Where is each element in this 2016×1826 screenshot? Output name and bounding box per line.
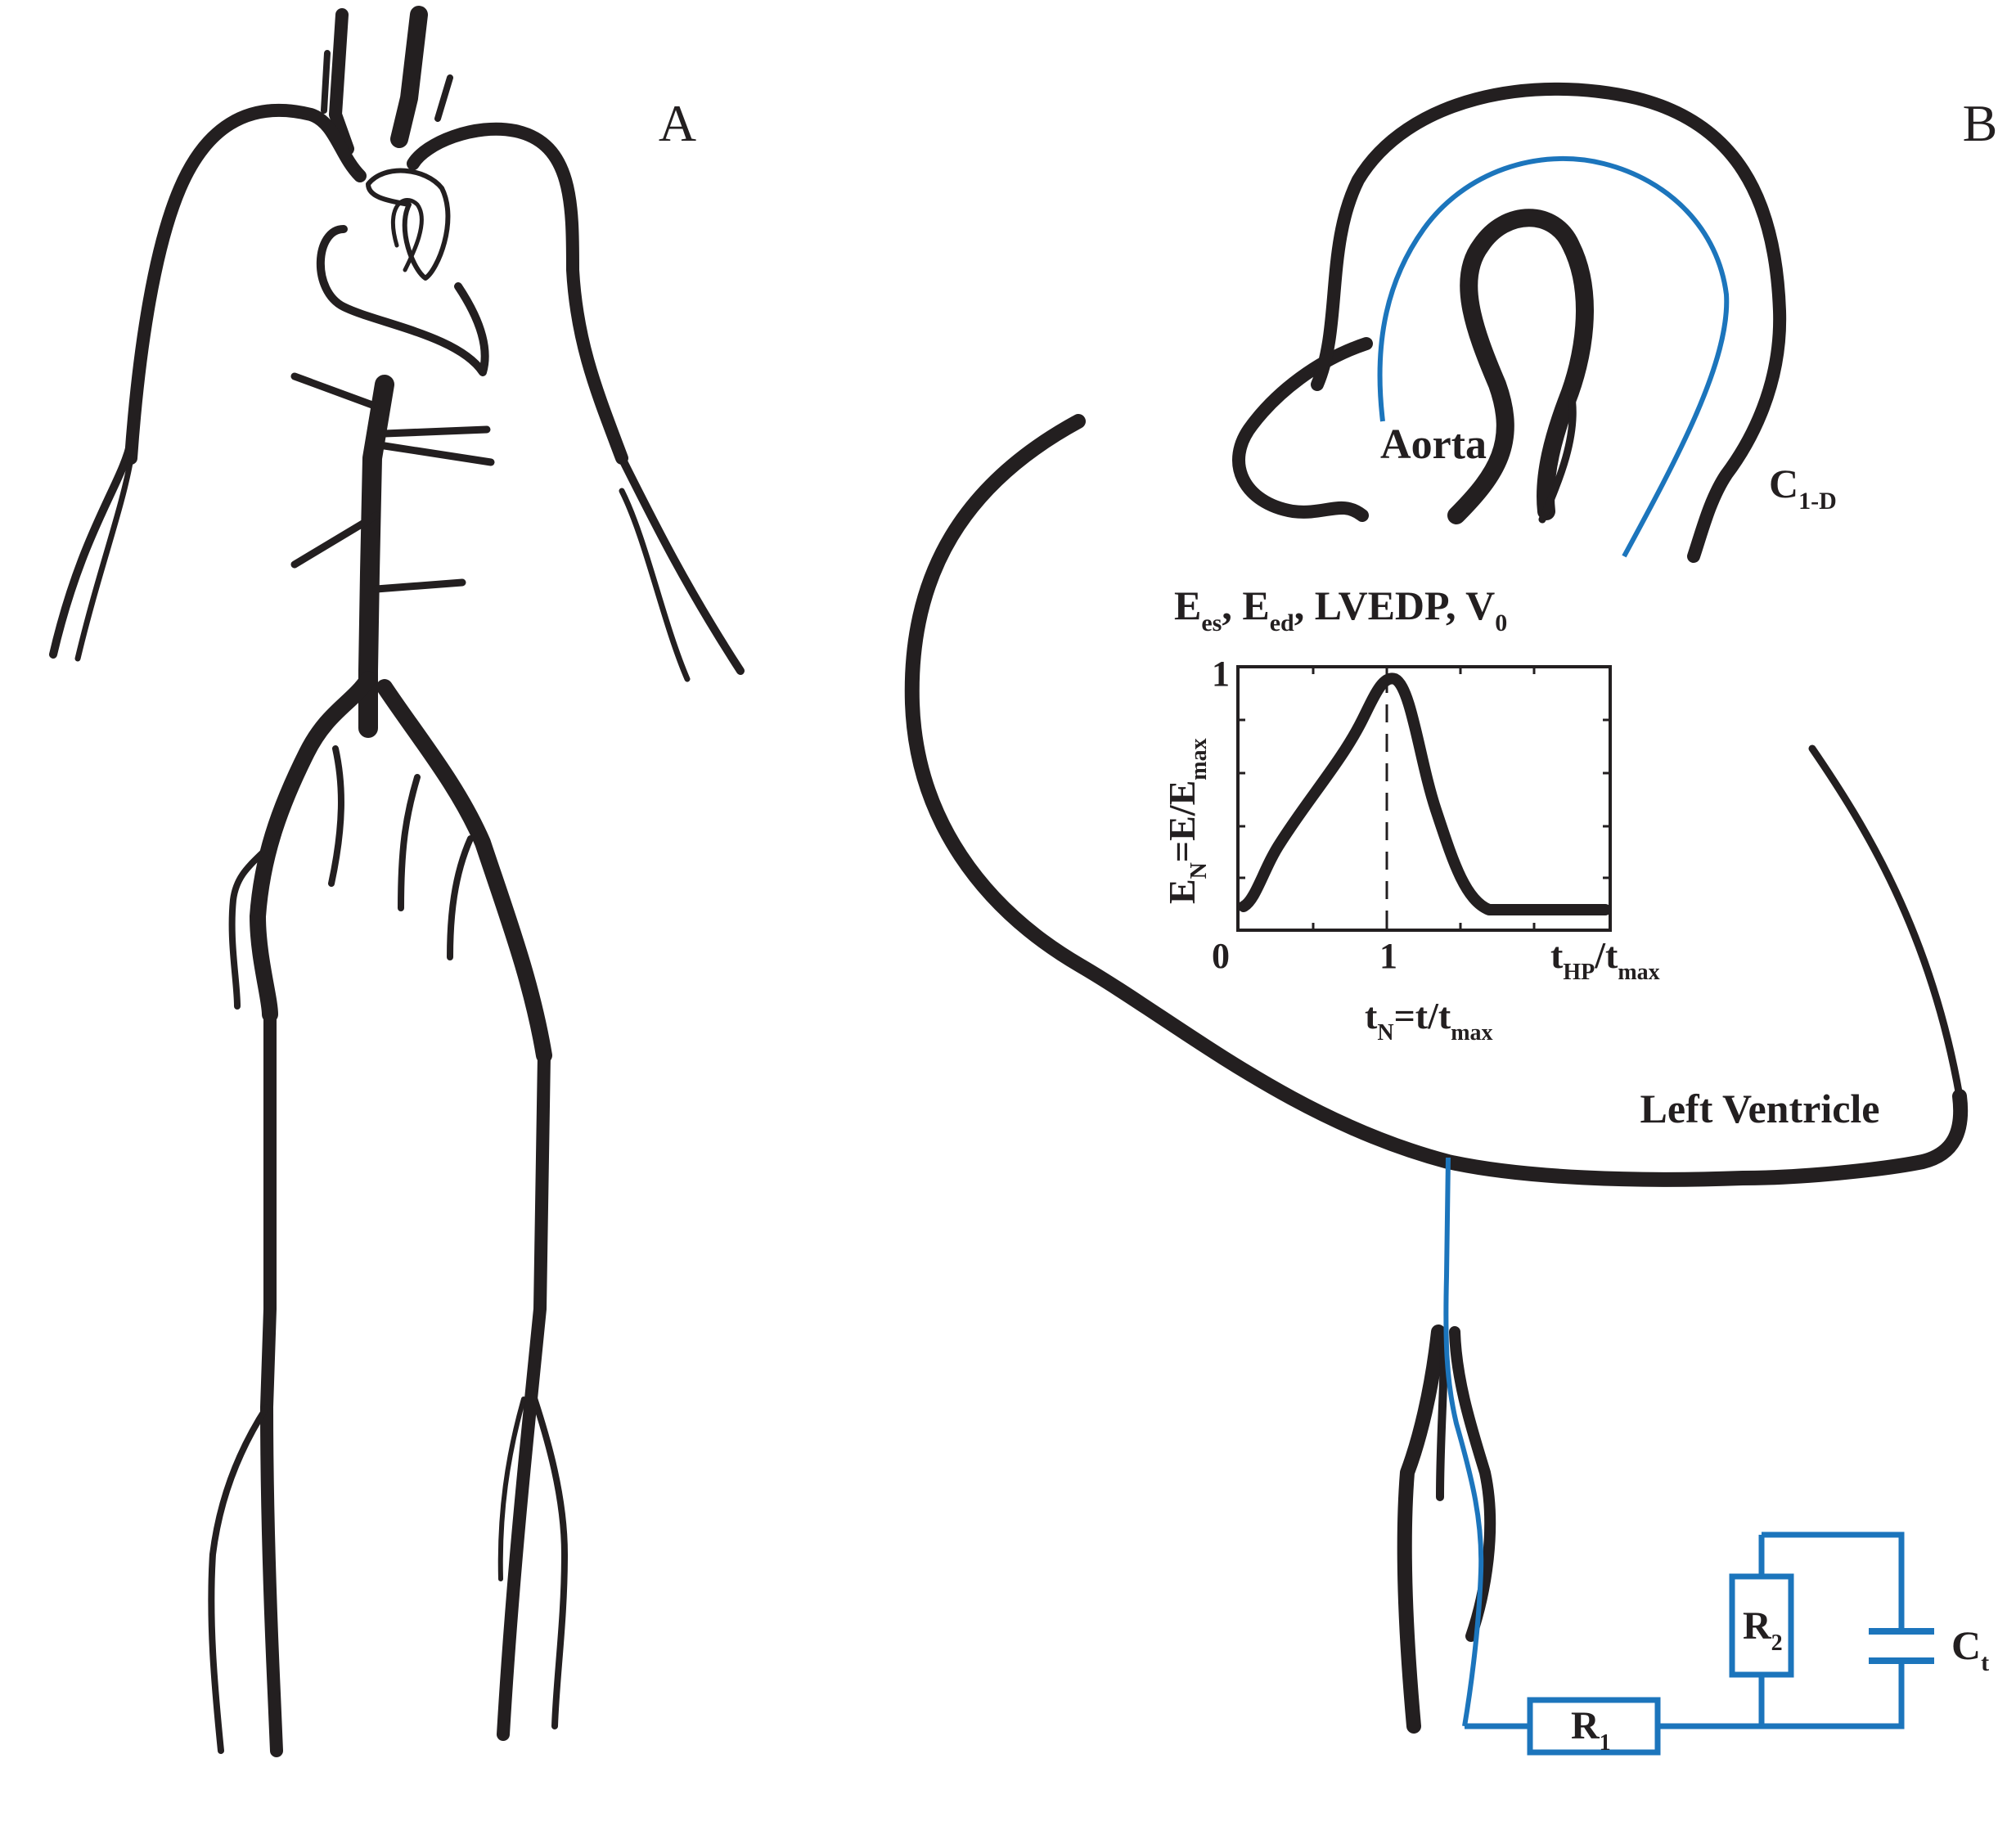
aorta-descending-thin: [1538, 389, 1577, 524]
r1-main: R: [1571, 1704, 1600, 1747]
left-leg-branch-outer: [208, 1404, 270, 1754]
resistor-r1: [1527, 1697, 1661, 1756]
inset-xlabel-sub: N: [1377, 1020, 1393, 1046]
param-v0-main: V: [1465, 582, 1495, 628]
left-pelvic-branch: [328, 745, 344, 887]
body-outline-left: [124, 103, 367, 465]
inset-y-axis-label: EN=E/Emax: [1161, 738, 1212, 904]
param-es-main: E: [1174, 582, 1201, 628]
param-v0-sub: 0: [1495, 609, 1507, 636]
aorta-outer-wall: [1232, 337, 1373, 522]
right-iliac-artery: [376, 679, 552, 1064]
inset-ylabel-sub: N: [1186, 862, 1212, 879]
resistor-r2-label: R2: [1743, 1604, 1783, 1656]
resistor-r1-label: R1: [1571, 1704, 1611, 1756]
elastance-parameters-label: Ees, Eed, LVEDP, V0: [1174, 582, 1507, 636]
ventricle-septum: [1808, 744, 1964, 1100]
inset-axis-ticks: [1238, 667, 1610, 930]
ct-main: C: [1951, 1622, 1981, 1668]
inset-ytick-1: 1: [1212, 654, 1230, 694]
right-leg-branch-inner: [497, 1396, 526, 1581]
intercostal-branch-4: [290, 511, 380, 569]
param-sep-1: ,: [1222, 582, 1242, 628]
left-iliac-artery: [250, 671, 376, 1023]
right-femoral-artery: [497, 1049, 551, 1741]
inset-plot-frame: [1236, 665, 1612, 932]
inset-ylabel-mid: =E/E: [1161, 780, 1203, 862]
arterial-tree-illustration: [49, 6, 745, 1757]
left-femoral-artery: [260, 1000, 283, 1757]
compliance-1d-main: C: [1769, 461, 1798, 506]
aorta-centerline-1d: [1377, 156, 1730, 558]
compliance-1d-subscript: 1-D: [1798, 488, 1837, 515]
inset-xlabel-main: t: [1365, 995, 1378, 1037]
r1-sub: 1: [1600, 1730, 1611, 1756]
intercostal-branch-1: [290, 372, 376, 409]
compliance-1d-label: C1-D: [1769, 461, 1837, 515]
aorta-label: Aorta: [1380, 421, 1487, 468]
intercostal-branch-5: [372, 578, 466, 593]
inset-xlabel-sub2: max: [1451, 1020, 1492, 1046]
elastance-inset-plot: [1236, 665, 1612, 932]
vertebral-artery-left: [321, 50, 331, 114]
right-arm-vessel-outer: [618, 454, 745, 675]
inset-x-axis-label: tN=t/tmax: [1365, 995, 1493, 1046]
inset-xtick-1: 1: [1379, 936, 1397, 976]
panel-a-label: A: [659, 94, 696, 152]
r2-main: R: [1743, 1604, 1772, 1648]
left-ventricle-illustration: [904, 414, 1969, 1187]
inset-xtick-end-main: t: [1550, 934, 1564, 976]
panel-b-label: B: [1963, 94, 1998, 152]
intercostal-branch-3: [380, 442, 495, 466]
inset-ylabel-main: E: [1161, 879, 1203, 904]
inset-xtick-end-sub2: max: [1618, 960, 1659, 985]
param-ed-sub: ed: [1270, 609, 1294, 636]
inset-xlabel-mid: =t/t: [1394, 995, 1451, 1037]
inset-xtick-end-sub: HP: [1563, 960, 1595, 985]
vertebral-artery-right: [434, 74, 453, 122]
ct-sub: t: [1981, 1649, 1989, 1676]
right-arm-vessel-inner: [619, 488, 691, 682]
vessel-centerline-1d: [1443, 1157, 1484, 1727]
heart-outline: [316, 225, 489, 376]
capacitor-ct-label: Ct: [1951, 1622, 1989, 1676]
r2-sub: 2: [1771, 1630, 1783, 1656]
param-es-sub: es: [1201, 609, 1222, 636]
heart-inner-loop: [390, 198, 424, 272]
aorta-arch-outer: [1311, 82, 1787, 563]
param-ed-main: E: [1242, 582, 1269, 628]
windkessel-network: [1443, 1157, 1934, 1756]
right-internal-iliac: [447, 835, 474, 960]
param-sep-2: , LVEDP,: [1294, 582, 1465, 628]
terminal-artery-core: [1436, 1338, 1448, 1501]
aorta-arch-inner: [1447, 209, 1594, 524]
resistor-r2: [1729, 1573, 1794, 1678]
normalized-elastance-curve: [1238, 672, 1611, 915]
left-internal-iliac: [228, 831, 281, 1010]
left-carotid-artery: [329, 8, 354, 155]
right-pelvic-branch: [398, 774, 421, 911]
inset-xtick-0: 0: [1212, 936, 1230, 976]
right-leg-branch-outer: [529, 1387, 568, 1729]
body-outline-right: [407, 122, 628, 465]
terminal-artery-illustration: [1397, 1325, 1496, 1734]
right-carotid-artery: [390, 6, 428, 148]
terminal-artery-wall-left: [1397, 1325, 1446, 1734]
inset-xtick-end-mid: /t: [1594, 934, 1618, 976]
left-arm-vessel-outer: [49, 438, 135, 659]
terminal-artery-wall-right: [1449, 1326, 1496, 1642]
ventricle-wall: [904, 414, 1969, 1187]
intercostal-branch-2: [380, 425, 491, 438]
network-wire-bottom: [1465, 1531, 1905, 1729]
left-ventricle-label: Left Ventricle: [1640, 1086, 1880, 1131]
inset-xtick-end: tHP/tmax: [1550, 934, 1660, 985]
inset-ylabel-sub2: max: [1186, 738, 1212, 780]
aorta-illustration: [1232, 82, 1787, 563]
left-arm-vessel-inner: [74, 455, 134, 662]
